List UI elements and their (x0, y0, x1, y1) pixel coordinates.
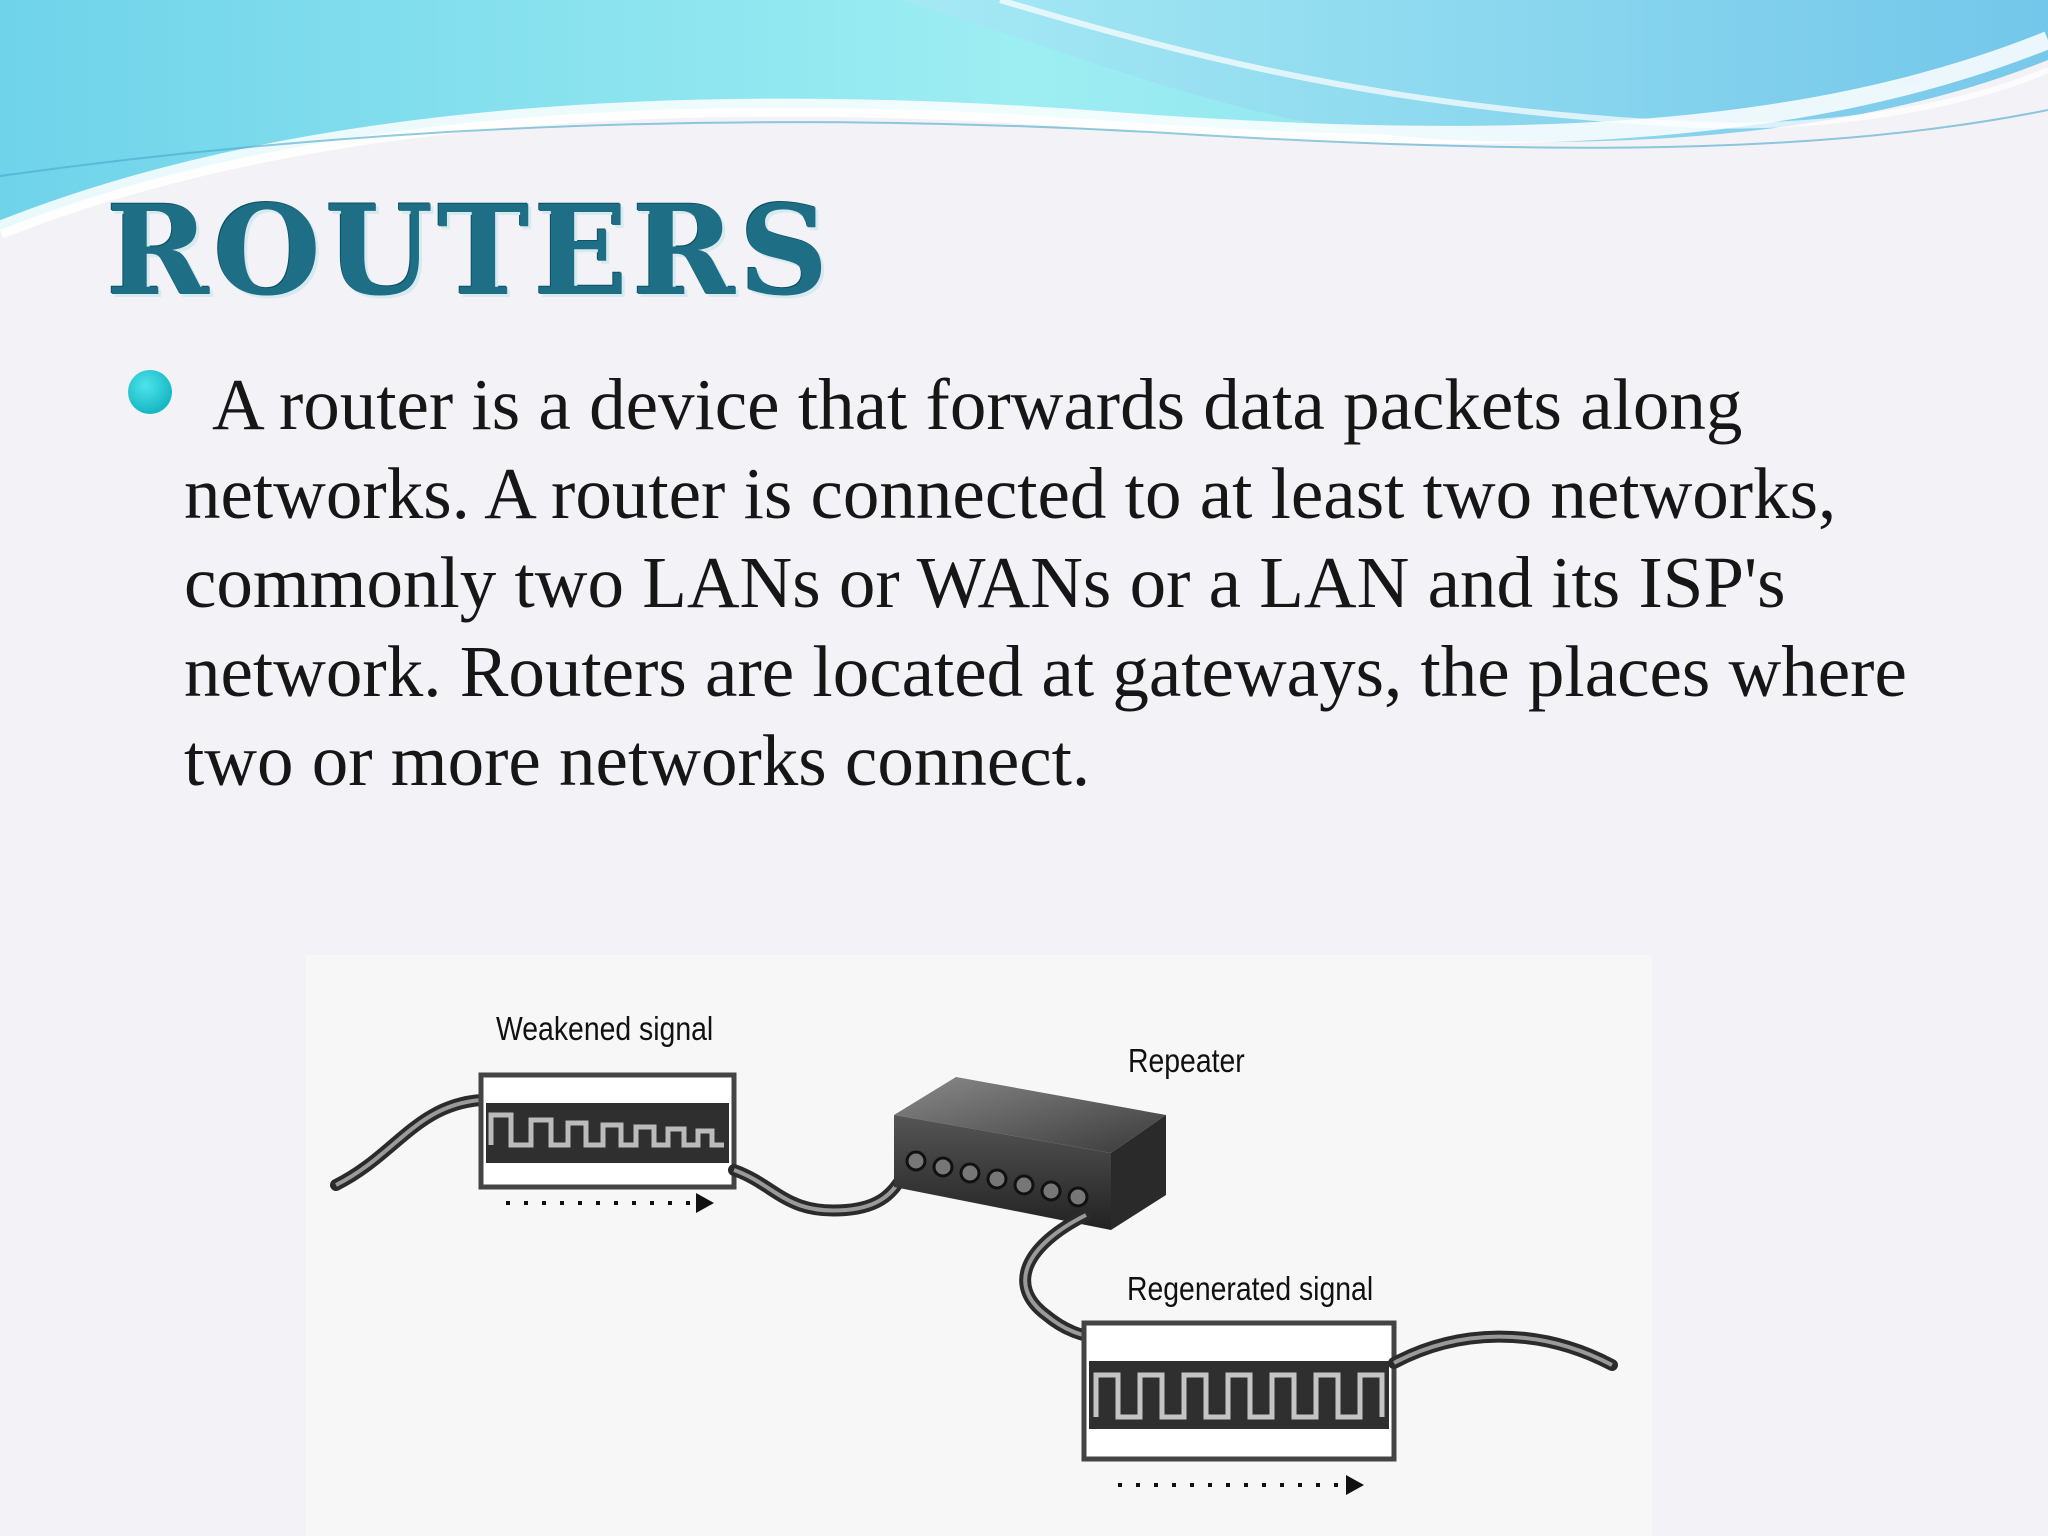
regenerated-signal-label: Regenerated signal (1127, 1270, 1374, 1307)
repeater-diagram: Weakened signal Repeater Regenerated sig… (306, 955, 1652, 1536)
bullet-paragraph: A router is a device that forwards data … (184, 360, 1944, 805)
bullet-text: A router is a device that forwards data … (184, 364, 1907, 801)
weakened-signal-label: Weakened signal (496, 1010, 714, 1047)
repeater-label: Repeater (1128, 1042, 1245, 1079)
weakened-signal-panel (478, 1072, 737, 1190)
regenerated-signal-panel (1081, 1320, 1397, 1462)
weakened-signal-arrow (506, 1193, 714, 1213)
regenerated-signal-arrow (1118, 1475, 1364, 1495)
bullet-icon (128, 370, 172, 414)
slide-title: ROUTERS (106, 179, 833, 324)
repeater-diagram-graphic (306, 955, 1652, 1536)
header-wave-decoration (0, 0, 2048, 239)
repeater-device-icon (894, 1077, 1166, 1230)
